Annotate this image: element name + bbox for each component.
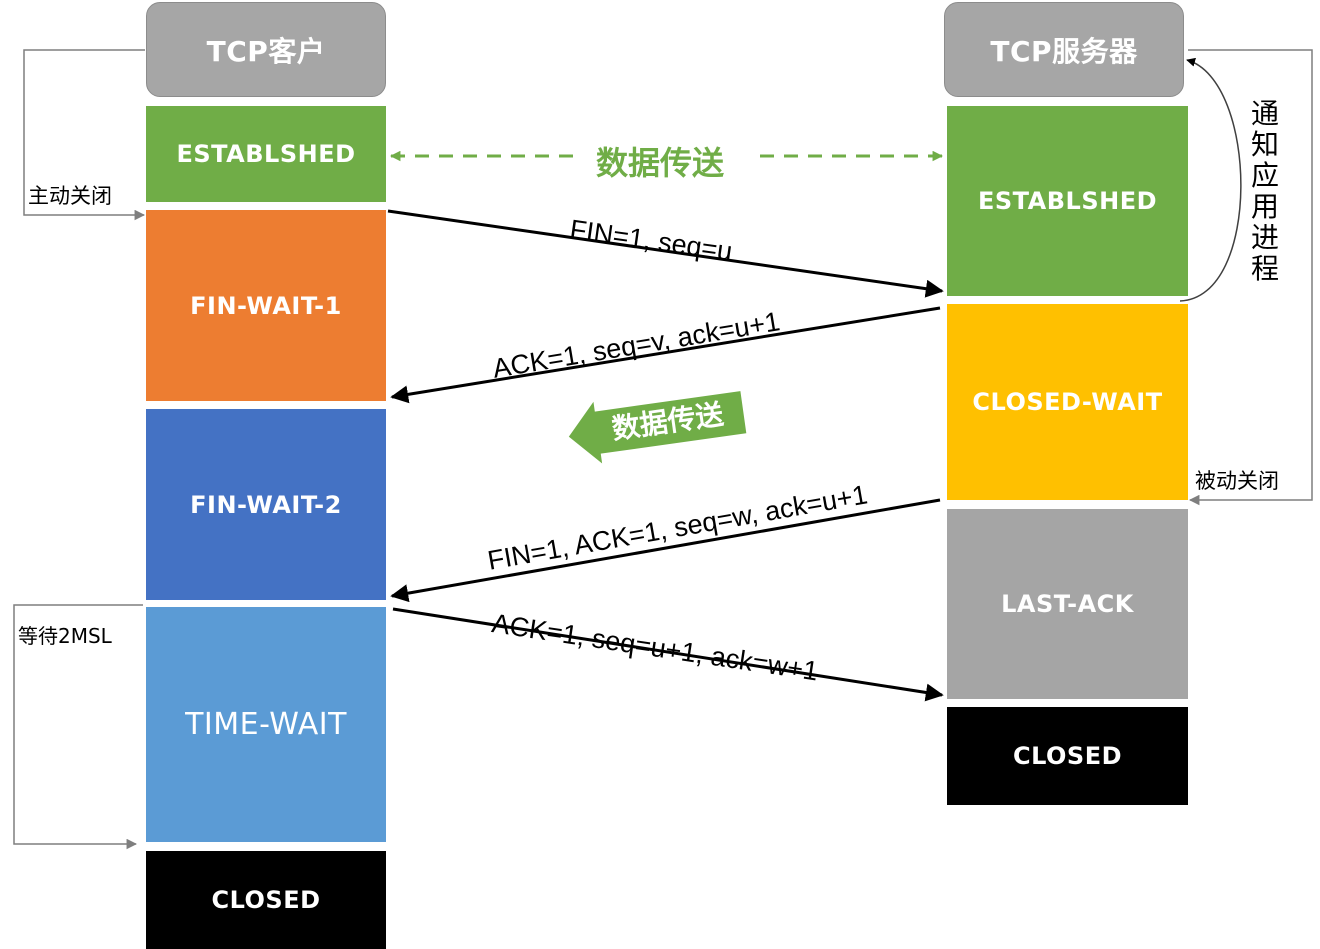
client-state-established: ESTABLSHED <box>146 106 386 202</box>
notify-app-curve <box>1179 57 1242 302</box>
arrow-fin1 <box>387 209 944 298</box>
data-transfer-block-arrow <box>566 389 749 467</box>
client-state-fin-wait-2: FIN-WAIT-2 <box>146 409 386 600</box>
server-state-last-ack: LAST-ACK <box>947 509 1188 699</box>
arrow-ack2 <box>392 607 944 702</box>
notify-app-label: 通知应用进程 <box>1250 97 1279 285</box>
server-state-closed-wait: CLOSED-WAIT <box>947 304 1188 500</box>
wait-2msl-bracket <box>13 604 143 850</box>
passive-close-bracket <box>1188 49 1313 506</box>
client-header: TCP客户 <box>146 2 386 97</box>
active-close-label: 主动关闭 <box>28 184 112 208</box>
client-state-time-wait: TIME-WAIT <box>146 607 386 842</box>
server-state-established: ESTABLSHED <box>947 106 1188 296</box>
passive-close-label: 被动关闭 <box>1195 469 1279 493</box>
server-header: TCP服务器 <box>944 2 1184 97</box>
client-state-fin-wait-1: FIN-WAIT-1 <box>146 210 386 401</box>
wait-2msl-label: 等待2MSL <box>18 624 112 648</box>
active-close-bracket <box>23 49 146 221</box>
arrow-ack1 <box>390 306 941 404</box>
data-transfer-label: 数据传送 <box>596 144 725 182</box>
arrow-fin2 <box>390 498 941 603</box>
server-state-closed: CLOSED <box>947 707 1188 805</box>
client-state-closed: CLOSED <box>146 851 386 949</box>
